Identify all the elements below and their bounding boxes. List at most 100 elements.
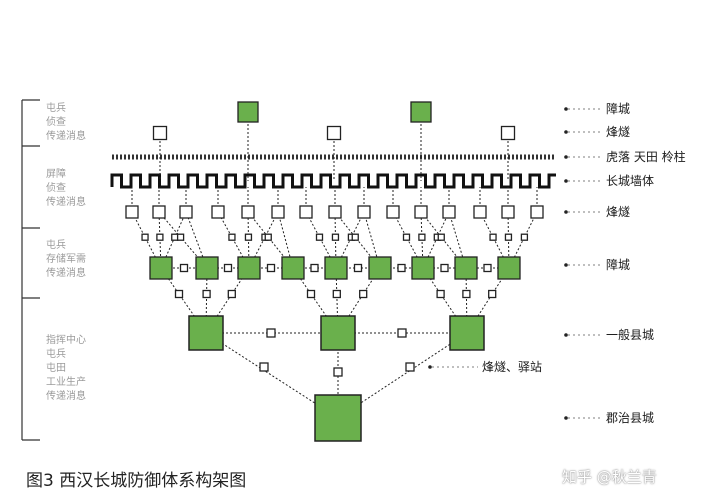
left-group-3-line-3: 传递消息 xyxy=(46,266,86,279)
fengsui-row-10 xyxy=(386,205,400,219)
relay-zc-1-2 xyxy=(156,233,164,241)
zhangcheng-row-3 xyxy=(237,256,261,280)
relay-zc-1-1 xyxy=(141,233,149,241)
zhangcheng-row-5 xyxy=(324,256,348,280)
link-zc-5-fs-7 xyxy=(305,211,337,269)
label-zhangcheng-top: 障城 xyxy=(606,101,630,116)
zhangcheng-row-9 xyxy=(497,256,521,280)
fengsui-top-3 xyxy=(500,125,516,141)
county-1 xyxy=(188,315,224,351)
left-group-2-line-3: 传递消息 xyxy=(46,195,86,208)
fengsui-row-12 xyxy=(442,205,456,219)
relay-zc-row-1 xyxy=(179,263,189,273)
left-group-1-line-3: 传递消息 xyxy=(46,129,86,142)
left-group-3-line-2: 存储军需 xyxy=(46,252,86,265)
left-group-4-line-4: 工业生产 xyxy=(46,375,86,388)
relay-county-1-1 xyxy=(174,289,184,299)
fengsui-row-14 xyxy=(501,205,515,219)
zhangcheng-row-1 xyxy=(149,256,173,280)
label-zhangcheng-row: 障城 xyxy=(606,257,630,272)
relay-zc-2-1 xyxy=(176,233,185,241)
link-zc-9-fs-15 xyxy=(508,211,538,269)
label-station: 烽燧、驿站 xyxy=(482,360,542,374)
fengsui-row-7 xyxy=(299,205,313,219)
right-labels: 障城 烽燧 虎落 天田 柃柱 长城墙体 烽燧 障城 一般县城 烽燧、驿站 郡治县… xyxy=(428,101,686,425)
left-group-2-line-1: 屏障 xyxy=(46,167,66,180)
left-group-2-line-2: 侦查 xyxy=(46,181,66,194)
fengsui-row-5 xyxy=(241,205,255,219)
relay-zc-row-2 xyxy=(223,263,233,273)
relay-zc-8-1 xyxy=(437,233,445,241)
relay-county-3-2 xyxy=(462,289,471,299)
relay-zc-5-1 xyxy=(315,233,324,241)
bullet-zhangcheng-top xyxy=(564,107,568,111)
bullet-prefecture xyxy=(564,416,568,420)
left-group-1-line-1: 屯兵 xyxy=(46,101,66,114)
fengsui-row-4 xyxy=(211,205,225,219)
relay-zc-7-2 xyxy=(418,233,426,241)
relay-zc-row-6 xyxy=(397,263,406,273)
relay-zc-row-5 xyxy=(353,263,363,273)
label-fence: 虎落 天田 柃柱 xyxy=(606,149,686,164)
relay-zc-6-1 xyxy=(351,233,359,241)
zhangcheng-row-6 xyxy=(368,256,392,280)
fengsui-top-1 xyxy=(152,125,168,141)
link-county-2-zc-2 xyxy=(335,267,339,334)
link-county-3-zc-2 xyxy=(465,267,468,334)
link-zc-1-fs-1 xyxy=(131,211,162,269)
link-zc-7-fs-10 xyxy=(392,211,424,269)
label-county: 一般县城 xyxy=(606,327,654,342)
zhangcheng-row-8 xyxy=(454,256,478,280)
label-prefecture: 郡治县城 xyxy=(606,411,654,425)
zhangcheng-row-4 xyxy=(281,256,305,280)
relay-county-1-3 xyxy=(227,289,236,299)
fengsui-row-9 xyxy=(357,205,371,219)
relay-county-2-3 xyxy=(359,289,368,299)
station-left xyxy=(259,362,269,372)
fengsui-row-8 xyxy=(328,205,342,219)
left-group-2: 屏障 侦查 传递消息 xyxy=(46,167,86,208)
relay-zc-1-3 xyxy=(171,233,179,241)
fengsui-row-15 xyxy=(530,205,544,219)
left-bracket xyxy=(21,99,40,441)
nodes xyxy=(125,101,544,442)
fengsui-row-13 xyxy=(473,205,487,219)
bullet-fengsui-top xyxy=(564,130,568,134)
fengsui-row-11 xyxy=(414,205,428,219)
fengsui-row-2 xyxy=(152,205,166,219)
left-group-4: 指挥中心 屯兵 屯田 工业生产 传递消息 xyxy=(46,333,89,402)
county-2 xyxy=(320,315,356,351)
relay-county-3-3 xyxy=(488,289,497,299)
relay-county-2-1 xyxy=(306,289,316,299)
relay-zc-7-1 xyxy=(402,233,411,241)
label-fengsui-row: 烽燧 xyxy=(606,205,630,219)
fengsui-top-2 xyxy=(326,125,342,141)
left-group-4-line-5: 传递消息 xyxy=(46,389,86,402)
left-group-4-line-3: 屯田 xyxy=(46,361,66,374)
relay-zc-3-2 xyxy=(244,233,253,241)
zhangcheng-row-2 xyxy=(195,256,219,280)
left-group-1: 屯兵 侦查 传递消息 xyxy=(46,101,86,142)
left-group-3: 屯兵 存储军需 传递消息 xyxy=(46,238,89,279)
label-fengsui-top: 烽燧 xyxy=(606,125,630,139)
link-zc-5-fs-9 xyxy=(335,211,365,269)
bullet-zhangcheng-row xyxy=(564,263,568,267)
relay-county-2-2 xyxy=(332,289,341,299)
station-counties-right xyxy=(397,328,407,338)
fengsui-row-3 xyxy=(179,205,193,219)
prefecture-city xyxy=(314,394,362,442)
label-wall: 长城墙体 xyxy=(606,174,654,188)
zhangcheng-top-1 xyxy=(237,101,259,123)
station-mid xyxy=(333,367,343,377)
station-counties-left xyxy=(266,328,276,338)
bullet-station xyxy=(428,365,432,369)
bullet-fence xyxy=(564,155,568,159)
relay-zc-row-7 xyxy=(440,263,449,273)
zhangcheng-top-2 xyxy=(410,101,432,123)
figure-caption: 图3 西汉长城防御体系构架图 xyxy=(26,471,247,491)
left-group-4-line-2: 屯兵 xyxy=(46,347,66,360)
relay-county-1-2 xyxy=(202,289,211,299)
left-group-3-line-1: 屯兵 xyxy=(46,238,66,251)
watermark: 知乎 @秋兰青 xyxy=(562,468,657,486)
